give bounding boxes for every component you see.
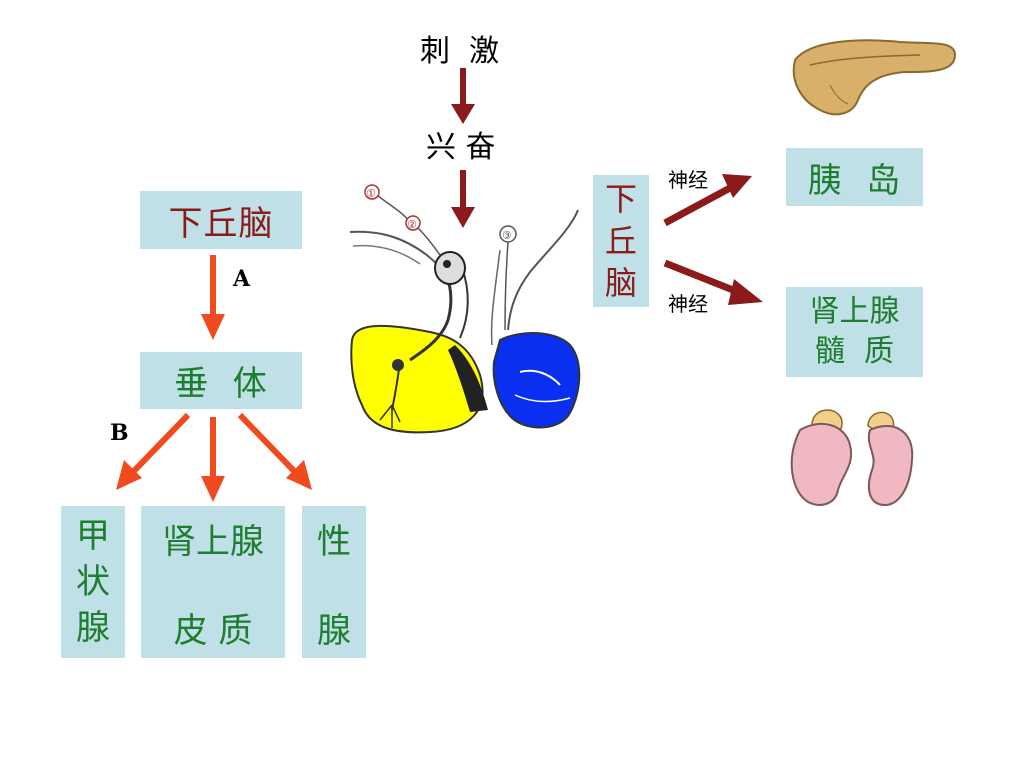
right-hypothalamus-char-3: 脑 <box>604 264 637 302</box>
pancreas-illustration <box>792 39 957 116</box>
thyroid-char-1: 甲 <box>76 516 110 556</box>
arrow-pituitary-to-adrenal-cortex <box>201 417 225 502</box>
gonad-bottom: 腺 <box>317 611 351 651</box>
adrenal-cortex-box: 肾上腺 皮 质 <box>141 506 285 658</box>
stimulus-arrow <box>451 68 475 124</box>
arrow-pituitary-to-thyroid <box>116 412 191 490</box>
excitation-label: 兴 奋 <box>426 130 496 165</box>
pituitary-box: 垂 体 <box>140 352 302 409</box>
excitation-arrow <box>451 170 475 228</box>
nerve-label-upper: 神经 <box>668 168 708 192</box>
stimulus-label: 刺 激 <box>420 34 500 69</box>
nerve-arrow-upper <box>663 174 752 227</box>
pancreatic-islets-box: 胰 岛 <box>786 148 923 206</box>
gonad-top: 性 <box>317 522 351 562</box>
adrenal-medulla-bottom: 髓 质 <box>814 334 895 369</box>
adrenal-medulla-top: 肾上腺 <box>809 294 900 329</box>
neuron-marker-1: ① <box>366 187 376 200</box>
arrow-pituitary-to-gonad <box>237 412 312 490</box>
label-a: A <box>233 266 251 292</box>
nerve-arrow-lower <box>663 259 763 305</box>
thyroid-char-3: 腺 <box>76 608 110 648</box>
thyroid-box: 甲 状 腺 <box>61 506 125 658</box>
nerve-label-lower: 神经 <box>668 292 708 316</box>
kidney-adrenal-illustration <box>790 409 914 507</box>
adrenal-cortex-top: 肾上腺 <box>162 522 264 562</box>
neuron-marker-3: ③ <box>502 229 512 242</box>
right-hypothalamus-box: 下 丘 脑 <box>593 175 649 307</box>
arrow-hypothalamus-to-pituitary <box>201 255 225 340</box>
hypothalamus-box: 下丘脑 <box>140 191 302 249</box>
pituitary-label: 垂 体 <box>174 364 268 404</box>
pituitary-illustration <box>349 184 581 434</box>
right-hypothalamus-char-1: 下 <box>604 180 637 218</box>
pancreatic-islets-label: 胰 岛 <box>807 160 902 201</box>
hypothalamus-label: 下丘脑 <box>168 203 274 244</box>
label-b: B <box>110 420 129 446</box>
thyroid-char-2: 状 <box>76 562 110 602</box>
right-hypothalamus-char-2: 丘 <box>604 222 637 260</box>
adrenal-medulla-box: 肾上腺 髓 质 <box>786 287 923 377</box>
adrenal-cortex-bottom: 皮 质 <box>173 611 253 651</box>
gonad-box: 性 腺 <box>302 506 366 658</box>
neuron-marker-2: ② <box>407 218 417 231</box>
